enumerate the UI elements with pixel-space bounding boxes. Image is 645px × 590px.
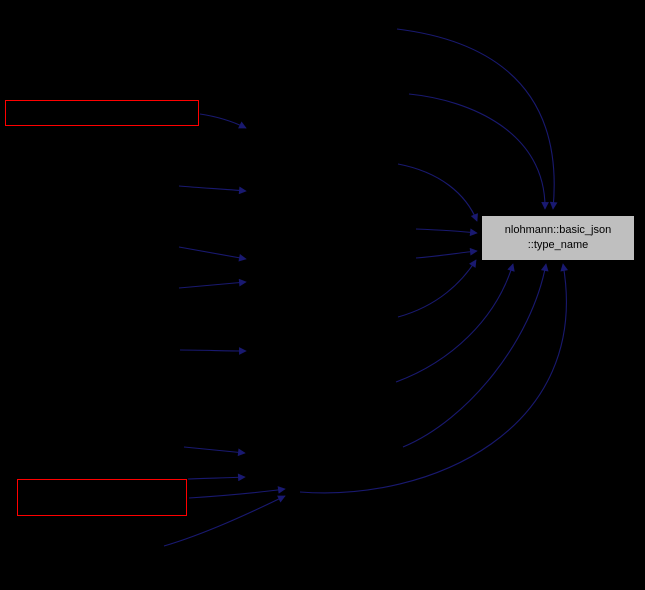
call-edge-4 bbox=[415, 228, 478, 237]
node-type-name-line1: nlohmann::basic_json bbox=[504, 223, 612, 236]
node-type-name-line2: ::type_name bbox=[527, 239, 589, 251]
call-edge-bottom-sweep bbox=[299, 263, 568, 494]
caller-node-highlighted-bottom[interactable] bbox=[17, 479, 187, 516]
call-edge-short-5 bbox=[179, 347, 247, 355]
call-edge-short-9 bbox=[163, 495, 286, 547]
call-edge-short-8 bbox=[188, 486, 286, 499]
call-edge-short-7 bbox=[187, 473, 246, 482]
call-edge-7 bbox=[395, 263, 515, 383]
call-edge-8 bbox=[402, 263, 549, 448]
call-edge-3 bbox=[397, 163, 478, 222]
call-edge-top-1 bbox=[396, 28, 558, 210]
call-edge-short-1 bbox=[199, 113, 247, 129]
call-edge-6 bbox=[397, 259, 477, 318]
call-edge-short-4 bbox=[178, 278, 247, 289]
call-edge-5 bbox=[415, 247, 478, 259]
node-type-name: nlohmann::basic_json ::type_name bbox=[481, 215, 635, 261]
call-edge-top-2 bbox=[408, 93, 549, 210]
caller-node-highlighted-top[interactable] bbox=[5, 100, 199, 126]
call-edge-short-2 bbox=[178, 185, 247, 195]
call-edge-short-6 bbox=[183, 446, 246, 457]
call-edge-short-3 bbox=[178, 246, 247, 262]
